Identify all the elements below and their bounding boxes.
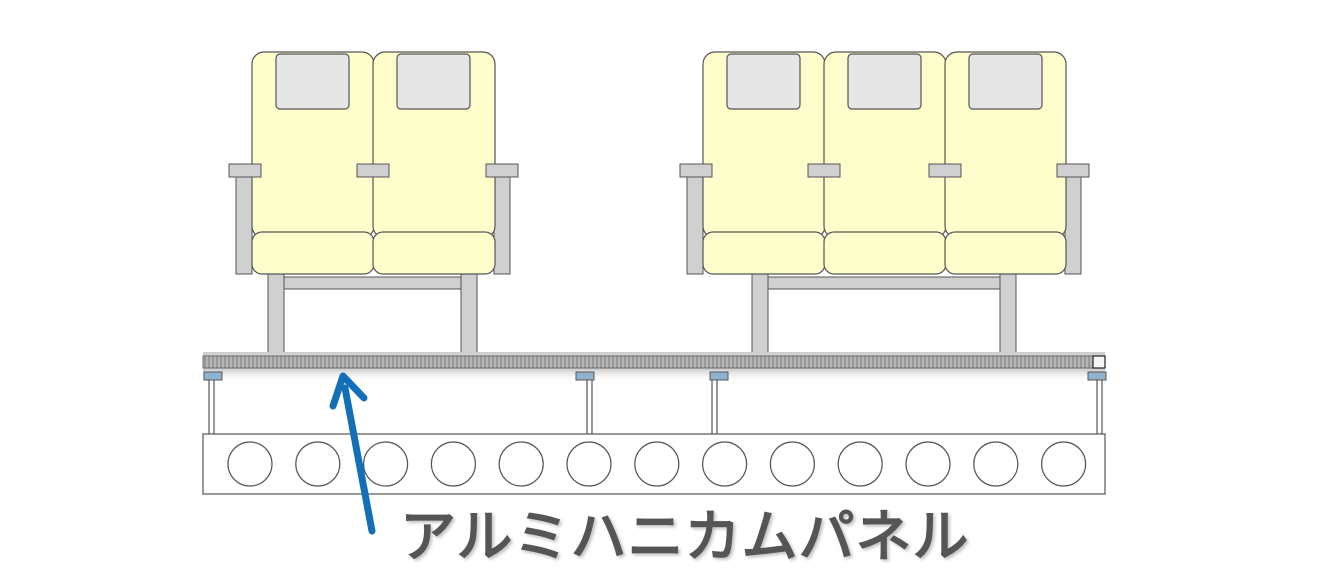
armrest (485, 163, 519, 178)
vent-hole (430, 441, 476, 487)
vent-hole (701, 441, 748, 487)
armrest (228, 163, 262, 178)
three-seat-group (679, 51, 1090, 359)
arm-post (686, 171, 704, 275)
seat-crossbar (767, 276, 1001, 290)
support-post (1087, 371, 1107, 434)
arm-post (235, 171, 253, 275)
seat-cushion (944, 231, 1067, 275)
aluminium-honeycomb-panel (202, 352, 1106, 382)
headrest (968, 53, 1043, 110)
arrow-up-icon (329, 372, 376, 535)
vent-hole (363, 441, 409, 487)
support-post (203, 371, 223, 434)
headrest (396, 53, 471, 110)
headrest (726, 53, 801, 110)
armrest (807, 163, 841, 178)
armrest (928, 163, 962, 178)
vent-hole (973, 441, 1019, 487)
support-post (575, 371, 595, 434)
vent-hole (498, 441, 544, 487)
support-post (709, 371, 729, 434)
underframe (202, 371, 1107, 495)
seat-leg (999, 273, 1017, 359)
seat-leg (267, 273, 285, 359)
seat-cushion (251, 231, 375, 275)
vent-holes (227, 441, 1087, 487)
seat-cushion (372, 231, 496, 275)
arm-post (493, 171, 511, 275)
headrest (847, 53, 922, 110)
vent-hole (1040, 441, 1087, 487)
vent-hole (769, 441, 816, 487)
vent-hole (905, 441, 951, 487)
panel-core (202, 355, 1106, 369)
vent-hole (295, 441, 341, 487)
seat-leg (751, 273, 769, 359)
panel-label: アルミハニカムパネル (400, 505, 970, 570)
seat-cushion (823, 231, 947, 275)
seat-leg (460, 273, 478, 359)
armrest (1056, 163, 1090, 178)
arm-post (1064, 171, 1082, 275)
vent-hole (566, 441, 612, 487)
armrest (679, 163, 713, 178)
headrest (275, 53, 350, 110)
two-seat-group (228, 51, 519, 359)
seat-cushion (702, 231, 826, 275)
vent-hole (837, 441, 883, 487)
vent-hole (634, 441, 680, 487)
panel-end-cap (1092, 355, 1106, 369)
panel-top-skin (203, 352, 1105, 356)
armrest (356, 163, 390, 178)
vent-hole (227, 441, 273, 487)
seat-crossbar (283, 276, 462, 290)
